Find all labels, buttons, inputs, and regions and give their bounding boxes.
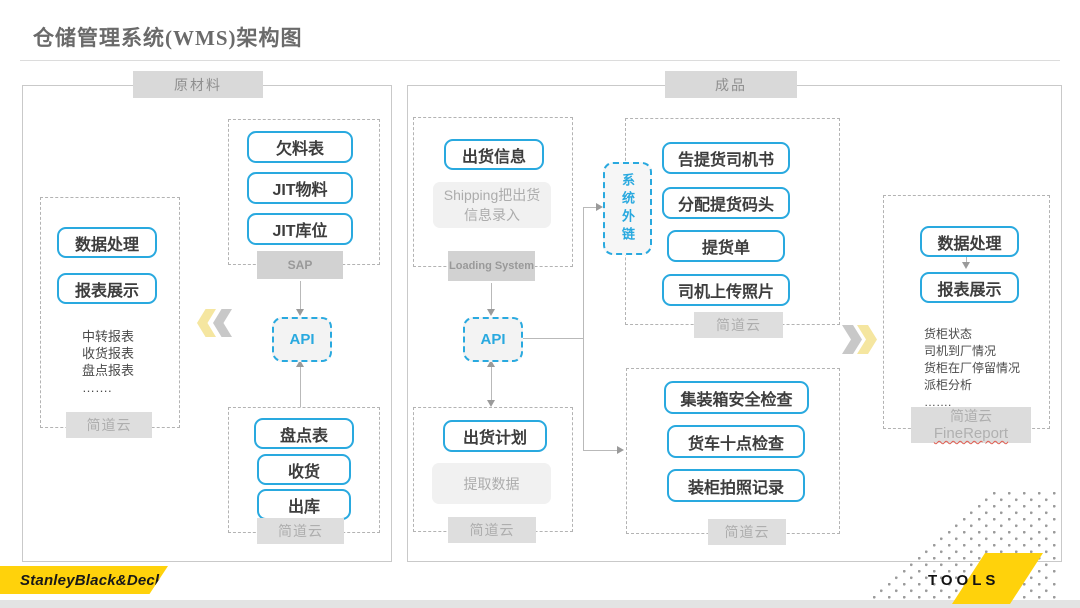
assign-dock-box: 分配提货码头 bbox=[662, 187, 790, 219]
shipping-note-box: Shipping把出货信息录入 bbox=[433, 182, 551, 228]
plan-to-api-arrowhead bbox=[487, 360, 495, 367]
report-platform-tab: 简道云 FineReport bbox=[911, 407, 1031, 443]
bottom-edge-strip bbox=[0, 600, 1080, 608]
stanley-black-decker-logo: StanleyBlack&Decker bbox=[0, 566, 168, 594]
title-divider bbox=[20, 60, 1060, 61]
stanley-black-decker-label: StanleyBlack&Decker bbox=[20, 571, 179, 589]
raw-wms-platform-tab: 简道云 bbox=[257, 518, 344, 544]
shortage-list-box: 欠料表 bbox=[247, 131, 353, 163]
driver-photo-upload-box: 司机上传照片 bbox=[662, 274, 790, 306]
system-external-link-box: 系统外链 bbox=[603, 162, 652, 255]
api-to-plan-line bbox=[491, 367, 492, 400]
raw-report-note-line: 中转报表 bbox=[82, 329, 135, 344]
raw-report-note-line: ……. bbox=[82, 380, 112, 395]
tools-logo-label: TOOLS bbox=[928, 572, 1000, 589]
report-data-processing-box: 数据处理 bbox=[920, 226, 1019, 257]
page-title: 仓储管理系统(WMS)架构图 bbox=[33, 26, 303, 50]
wms-to-api-arrowhead bbox=[296, 360, 304, 367]
report-platform-line1: 简道云 bbox=[950, 408, 992, 424]
raw-report-display-box: 报表展示 bbox=[57, 273, 157, 304]
shipment-info-box: 出货信息 bbox=[444, 139, 544, 170]
report-note-line: 派柜分析 bbox=[924, 378, 973, 392]
chevron-left-yellow-icon bbox=[197, 309, 216, 337]
report-note-line: ……. bbox=[924, 395, 952, 409]
connector-to-check-arrowhead bbox=[617, 446, 624, 454]
outbound-box: 出库 bbox=[257, 489, 351, 520]
report-display-box: 报表展示 bbox=[920, 272, 1019, 303]
pickup-order-box: 提货单 bbox=[667, 230, 785, 262]
chevron-right-yellow-icon bbox=[857, 325, 877, 354]
processing-to-display-arrowhead bbox=[962, 262, 970, 269]
raw-report-note-line: 盘点报表 bbox=[82, 363, 135, 378]
stocktake-box: 盘点表 bbox=[254, 418, 354, 449]
sap-to-api-arrowhead bbox=[296, 309, 304, 316]
chevron-left-gray-icon bbox=[213, 309, 232, 337]
connector-to-external-line bbox=[583, 207, 597, 208]
finished-goods-panel-tab: 成品 bbox=[665, 71, 797, 98]
chevron-right-gray-icon bbox=[842, 325, 862, 354]
processing-to-display-line bbox=[966, 255, 967, 263]
jit-location-box: JIT库位 bbox=[247, 213, 353, 245]
connector-to-external-arrowhead bbox=[596, 203, 603, 211]
extract-data-note-box: 提取数据 bbox=[432, 463, 551, 504]
sap-platform-tab: SAP bbox=[257, 251, 343, 279]
report-note-line: 货柜在厂停留情况 bbox=[924, 361, 1021, 375]
raw-report-note-line: 收货报表 bbox=[82, 346, 135, 361]
driver-notice-box: 告提货司机书 bbox=[662, 142, 790, 174]
plan-platform-tab: 简道云 bbox=[448, 517, 536, 543]
raw-data-processing-box: 数据处理 bbox=[57, 227, 157, 258]
raw-report-platform-tab: 简道云 bbox=[66, 412, 152, 438]
api-right-line bbox=[519, 338, 583, 339]
pickup-platform-tab: 简道云 bbox=[694, 312, 783, 338]
loading-system-platform-tab: Loading System bbox=[448, 251, 535, 281]
report-notes: 货柜状态 司机到厂情况 货柜在厂停留情况 派柜分析 ……. bbox=[924, 326, 1048, 411]
container-safety-check-box: 集装箱安全检查 bbox=[664, 381, 809, 414]
api-to-plan-arrowhead bbox=[487, 400, 495, 407]
report-note-line: 货柜状态 bbox=[924, 327, 973, 341]
receiving-box: 收货 bbox=[257, 454, 351, 485]
connector-to-check-line bbox=[583, 450, 618, 451]
finished-api-box: API bbox=[463, 317, 523, 362]
shipment-plan-box: 出货计划 bbox=[443, 420, 547, 452]
truck-ten-point-check-box: 货车十点检查 bbox=[667, 425, 805, 458]
connector-vertical-line bbox=[583, 207, 584, 450]
raw-report-notes: 中转报表 收货报表 盘点报表 ……. bbox=[82, 328, 178, 396]
report-note-line: 司机到厂情况 bbox=[924, 344, 997, 358]
report-platform-line2: FineReport bbox=[933, 425, 1009, 442]
raw-api-box: API bbox=[272, 317, 332, 362]
loading-to-api-line bbox=[491, 283, 492, 310]
loading-to-api-arrowhead bbox=[487, 309, 495, 316]
loading-photo-record-box: 装柜拍照记录 bbox=[667, 469, 805, 502]
raw-material-panel-tab: 原材料 bbox=[133, 71, 263, 98]
jit-material-box: JIT物料 bbox=[247, 172, 353, 204]
sap-to-api-line bbox=[300, 281, 301, 310]
check-platform-tab: 简道云 bbox=[708, 519, 786, 545]
wms-to-api-line bbox=[300, 367, 301, 407]
